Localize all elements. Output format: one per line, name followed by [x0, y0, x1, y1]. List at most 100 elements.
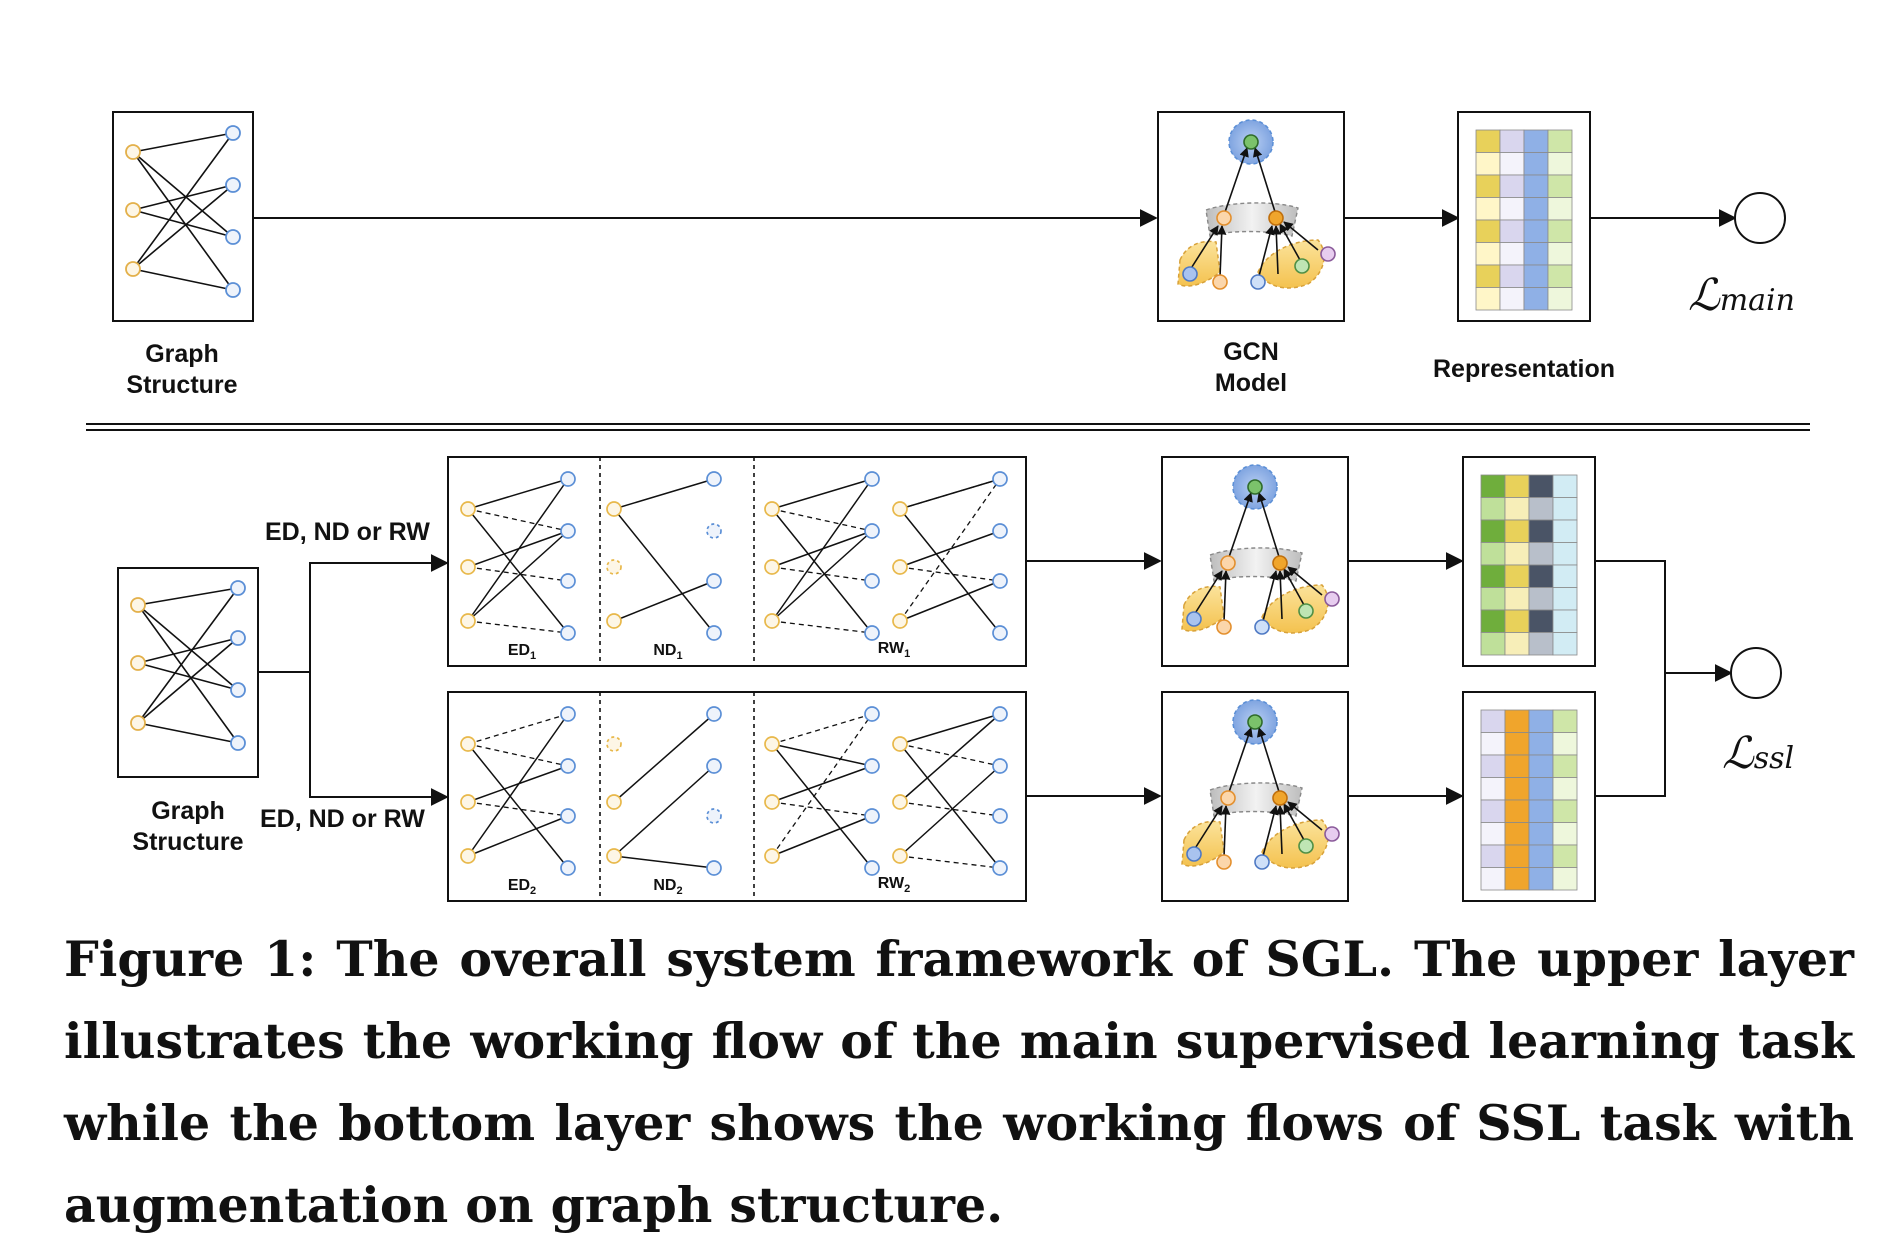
- item-node: [560, 706, 576, 722]
- item-node: [560, 471, 576, 487]
- user-node: [460, 613, 476, 629]
- embedding-cell: [1547, 264, 1573, 288]
- figure-caption: Figure 1: The overall system framework o…: [64, 930, 1854, 1234]
- embedding-cell: [1523, 174, 1549, 198]
- top-graph-structure: [112, 111, 254, 322]
- embedding-cell: [1504, 519, 1530, 543]
- embedding-cell: [1523, 287, 1549, 311]
- panel-label-ed1: ED1: [508, 642, 536, 662]
- embedding-cell: [1480, 474, 1506, 498]
- embedding-cell: [1547, 242, 1573, 266]
- embedding-cell: [1504, 867, 1530, 891]
- item-node: [992, 523, 1008, 539]
- ssl-loss-label: ℒssl: [1722, 728, 1794, 779]
- embedding-cell: [1552, 564, 1578, 588]
- embedding-cell: [1528, 867, 1554, 891]
- embedding-cell: [1528, 844, 1554, 868]
- embedding-cell: [1552, 732, 1578, 756]
- embedding-cell: [1475, 242, 1501, 266]
- item-node: [864, 523, 880, 539]
- top-representation-matrix: [1457, 111, 1591, 322]
- embedding-cell: [1528, 542, 1554, 566]
- embedding-cell: [1523, 264, 1549, 288]
- user-node: [460, 848, 476, 864]
- representation-matrix-view1: [1462, 456, 1596, 667]
- item-node: [992, 471, 1008, 487]
- embedding-cell: [1552, 709, 1578, 733]
- top-representation-label: Representation: [1433, 355, 1615, 383]
- target-node: [1247, 714, 1263, 730]
- user-node: [460, 501, 476, 517]
- gcn-model-view1: [1161, 456, 1349, 667]
- top-gcn-model: [1157, 111, 1345, 322]
- embedding-cell: [1480, 587, 1506, 611]
- top-gcn-label-line2: Model: [1215, 369, 1287, 397]
- target-node: [1243, 134, 1259, 150]
- bottom-graph-label-line2: Structure: [132, 828, 243, 856]
- neighbor-node: [1216, 854, 1232, 870]
- embedding-cell: [1528, 799, 1554, 823]
- target-node: [1247, 479, 1263, 495]
- main-loss-node: [1734, 192, 1786, 244]
- user-node: [606, 613, 622, 629]
- hidden-node-left: [1216, 210, 1232, 226]
- item-node: [864, 758, 880, 774]
- embedding-cell: [1523, 129, 1549, 153]
- user-node: [892, 613, 908, 629]
- embedding-cell: [1480, 519, 1506, 543]
- embedding-cell: [1480, 822, 1506, 846]
- embedding-cell: [1552, 519, 1578, 543]
- embedding-cell: [1528, 564, 1554, 588]
- augmented-views-lower: ED2 ND2 RW2: [447, 691, 1027, 902]
- neighbor-node: [1250, 274, 1266, 290]
- neighbor-node: [1182, 266, 1198, 282]
- embedding-cell: [1504, 632, 1530, 656]
- item-node: [560, 758, 576, 774]
- embedding-cell: [1528, 609, 1554, 633]
- top-graph-label-line2: Structure: [126, 371, 237, 399]
- item-node: [560, 625, 576, 641]
- embedding-cell: [1480, 777, 1506, 801]
- embedding-cell: [1480, 564, 1506, 588]
- neighbor-node: [1324, 826, 1340, 842]
- embedding-cell: [1523, 242, 1549, 266]
- item-node: [706, 625, 722, 641]
- embedding-cell: [1499, 174, 1525, 198]
- embedding-cell: [1547, 287, 1573, 311]
- embedding-cell: [1504, 822, 1530, 846]
- embedding-cell: [1499, 219, 1525, 243]
- neighbor-node: [1298, 838, 1314, 854]
- gcn-model-view2: [1161, 691, 1349, 902]
- item-node: [560, 523, 576, 539]
- item-node: [992, 706, 1008, 722]
- neighbor-node: [1294, 258, 1310, 274]
- user-node: [460, 559, 476, 575]
- item-node: [992, 573, 1008, 589]
- ssl-merge-connector: [1595, 560, 1733, 797]
- user-node: [892, 501, 908, 517]
- embedding-cell: [1552, 474, 1578, 498]
- user-node: [764, 736, 780, 752]
- embedding-cell: [1480, 867, 1506, 891]
- embedding-cell: [1475, 264, 1501, 288]
- embedding-cell: [1523, 197, 1549, 221]
- item-node: [864, 860, 880, 876]
- user-node: [764, 613, 780, 629]
- user-node: [606, 794, 622, 810]
- neighbor-node: [1186, 611, 1202, 627]
- embedding-cell: [1499, 242, 1525, 266]
- embedding-cell: [1480, 799, 1506, 823]
- embedding-cell: [1504, 497, 1530, 521]
- embedding-cell: [1504, 709, 1530, 733]
- neighbor-node: [1186, 846, 1202, 862]
- embedding-cell: [1480, 709, 1506, 733]
- user-node: [606, 559, 622, 575]
- main-loss-label: ℒmain: [1688, 270, 1795, 321]
- item-node: [706, 523, 722, 539]
- item-node: [992, 758, 1008, 774]
- item-node: [864, 573, 880, 589]
- hidden-node-left: [1220, 555, 1236, 571]
- embedding-cell: [1528, 777, 1554, 801]
- embedding-cell: [1552, 542, 1578, 566]
- user-node: [892, 559, 908, 575]
